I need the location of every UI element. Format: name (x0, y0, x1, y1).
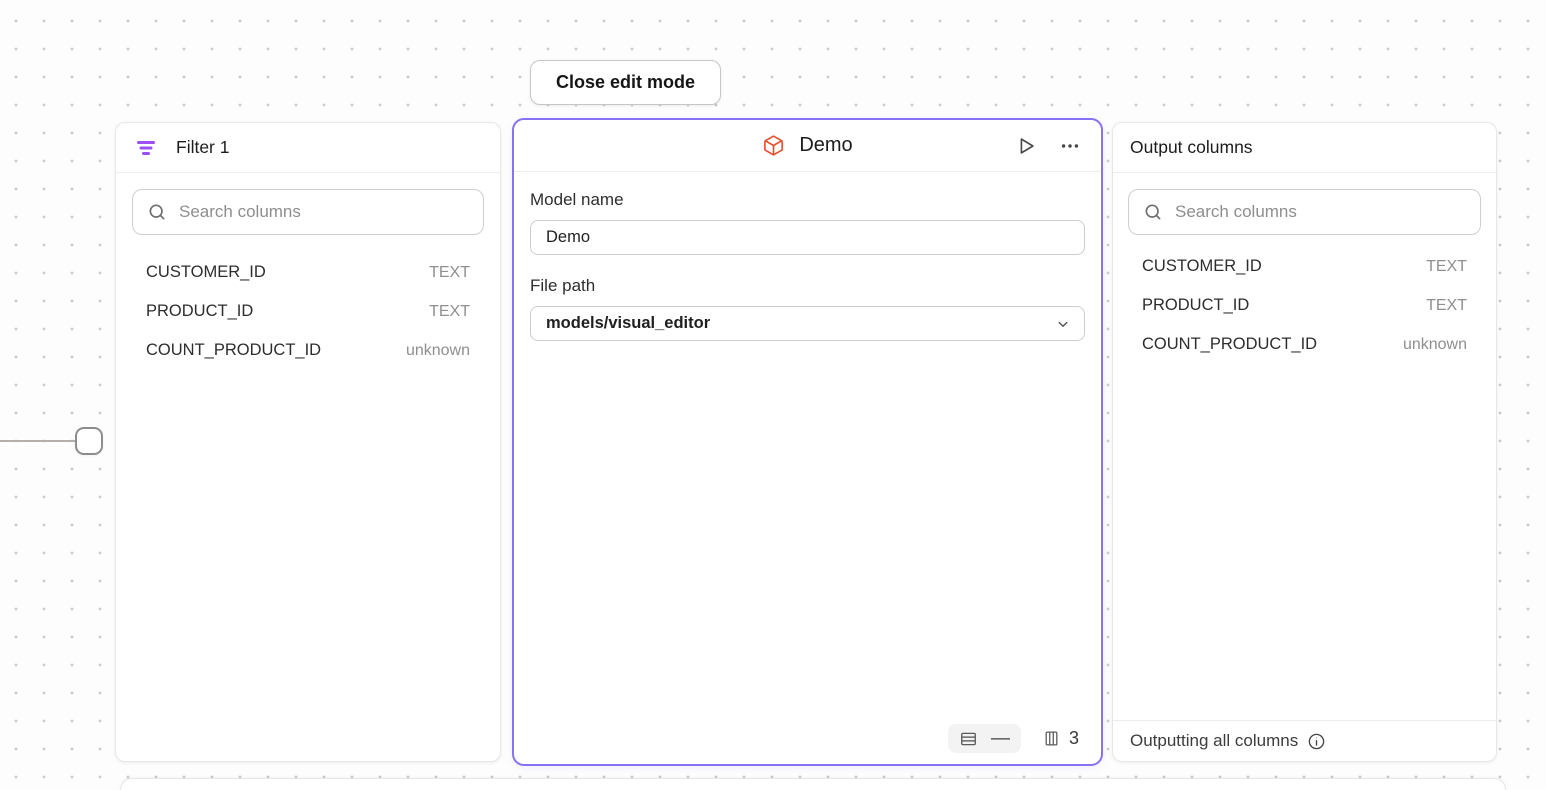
filter-node-panel: Filter 1 CUSTOMER_ID TEXT PRODUCT_ID TEX… (115, 122, 501, 762)
column-name: PRODUCT_ID (146, 302, 254, 320)
output-panel-footer: Outputting all columns (1113, 720, 1496, 761)
search-icon (1143, 202, 1163, 222)
row-count-indicator[interactable]: — (947, 724, 1021, 753)
model-name-label: Model name (530, 190, 624, 209)
model-node-panel: Demo Model name File path models/visual_… (512, 118, 1103, 766)
output-panel-title: Output columns (1130, 137, 1253, 157)
filter-search-input[interactable] (179, 202, 469, 222)
column-row[interactable]: COUNT_PRODUCT_ID unknown (1128, 325, 1481, 364)
column-row[interactable]: CUSTOMER_ID TEXT (1128, 247, 1481, 286)
output-search-box (1128, 189, 1481, 235)
row-count-value: — (990, 728, 1010, 749)
model-result-stats: — 3 (947, 724, 1079, 753)
column-name: PRODUCT_ID (1142, 296, 1250, 314)
rows-icon (959, 730, 978, 748)
columns-icon (1043, 729, 1060, 748)
output-panel-header: Output columns (1113, 123, 1496, 173)
filter-column-list: CUSTOMER_ID TEXT PRODUCT_ID TEXT COUNT_P… (132, 253, 484, 370)
column-name: CUSTOMER_ID (146, 263, 266, 281)
close-edit-mode-button[interactable]: Close edit mode (530, 60, 721, 105)
column-type: TEXT (1426, 257, 1467, 275)
model-panel-title: Demo (799, 134, 853, 156)
column-type: TEXT (429, 263, 470, 281)
file-path-label: File path (530, 276, 596, 295)
output-search-input[interactable] (1175, 202, 1466, 222)
output-column-list: CUSTOMER_ID TEXT PRODUCT_ID TEXT COUNT_P… (1128, 247, 1481, 364)
info-icon[interactable] (1307, 732, 1326, 751)
file-path-value: models/visual_editor (546, 314, 711, 332)
connector-edge (0, 440, 76, 442)
cube-icon (762, 134, 785, 157)
results-panel-edge (120, 778, 1506, 790)
filter-icon (136, 140, 156, 156)
column-row[interactable]: PRODUCT_ID TEXT (132, 292, 484, 331)
more-options-button[interactable] (1057, 133, 1083, 159)
column-name: COUNT_PRODUCT_ID (1142, 335, 1318, 353)
outputting-all-columns-text: Outputting all columns (1130, 731, 1299, 750)
model-panel-header: Demo (514, 120, 1101, 172)
column-row[interactable]: PRODUCT_ID TEXT (1128, 286, 1481, 325)
column-name: COUNT_PRODUCT_ID (146, 341, 322, 359)
model-name-input[interactable] (530, 220, 1085, 255)
output-columns-panel: Output columns CUSTOMER_ID TEXT PRODUCT_… (1112, 122, 1497, 762)
column-count-indicator[interactable]: 3 (1043, 728, 1079, 749)
column-type: TEXT (429, 302, 470, 320)
filter-panel-header: Filter 1 (116, 123, 500, 173)
column-count-value: 3 (1068, 728, 1079, 748)
file-path-select[interactable]: models/visual_editor (530, 306, 1085, 341)
column-type: TEXT (1426, 296, 1467, 314)
column-type: unknown (1402, 335, 1467, 353)
connector-handle[interactable] (75, 427, 103, 455)
filter-search-box (132, 189, 484, 235)
column-type: unknown (405, 341, 470, 359)
filter-panel-title: Filter 1 (176, 137, 230, 157)
chevron-down-icon (1054, 315, 1072, 333)
run-model-button[interactable] (1013, 133, 1039, 159)
column-name: CUSTOMER_ID (1142, 257, 1262, 275)
search-icon (147, 202, 167, 222)
column-row[interactable]: CUSTOMER_ID TEXT (132, 253, 484, 292)
column-row[interactable]: COUNT_PRODUCT_ID unknown (132, 331, 484, 370)
